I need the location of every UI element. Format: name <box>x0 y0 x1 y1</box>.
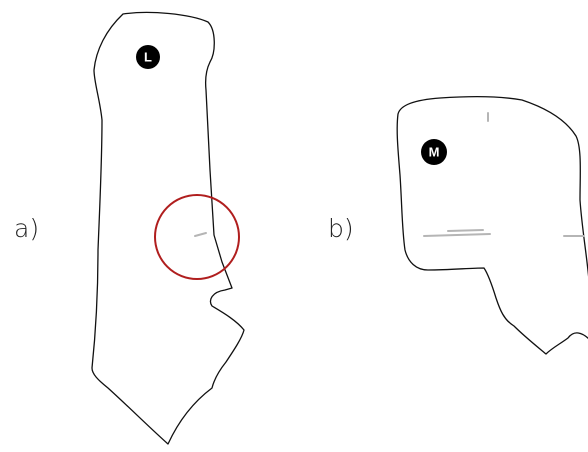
marker-l-dot <box>136 45 160 69</box>
scratch-mark-b-middle-upper <box>447 229 484 232</box>
scratch-mark-a <box>194 232 207 237</box>
highlight-circle <box>154 194 240 280</box>
fragment-l-outline <box>91 11 245 445</box>
panel-a: a) L <box>14 11 245 445</box>
panel-a-label: a) <box>14 214 39 243</box>
marker-m-text: M <box>429 145 440 160</box>
panel-b-label: b) <box>328 214 354 243</box>
marker-m: M <box>421 139 447 165</box>
marker-l: L <box>136 45 160 69</box>
panel-b: b) M <box>328 96 588 355</box>
scratch-mark-b-middle-lower <box>423 233 491 237</box>
fragment-m-outline <box>396 96 588 355</box>
marker-l-text: L <box>144 50 152 65</box>
marker-m-dot <box>421 139 447 165</box>
